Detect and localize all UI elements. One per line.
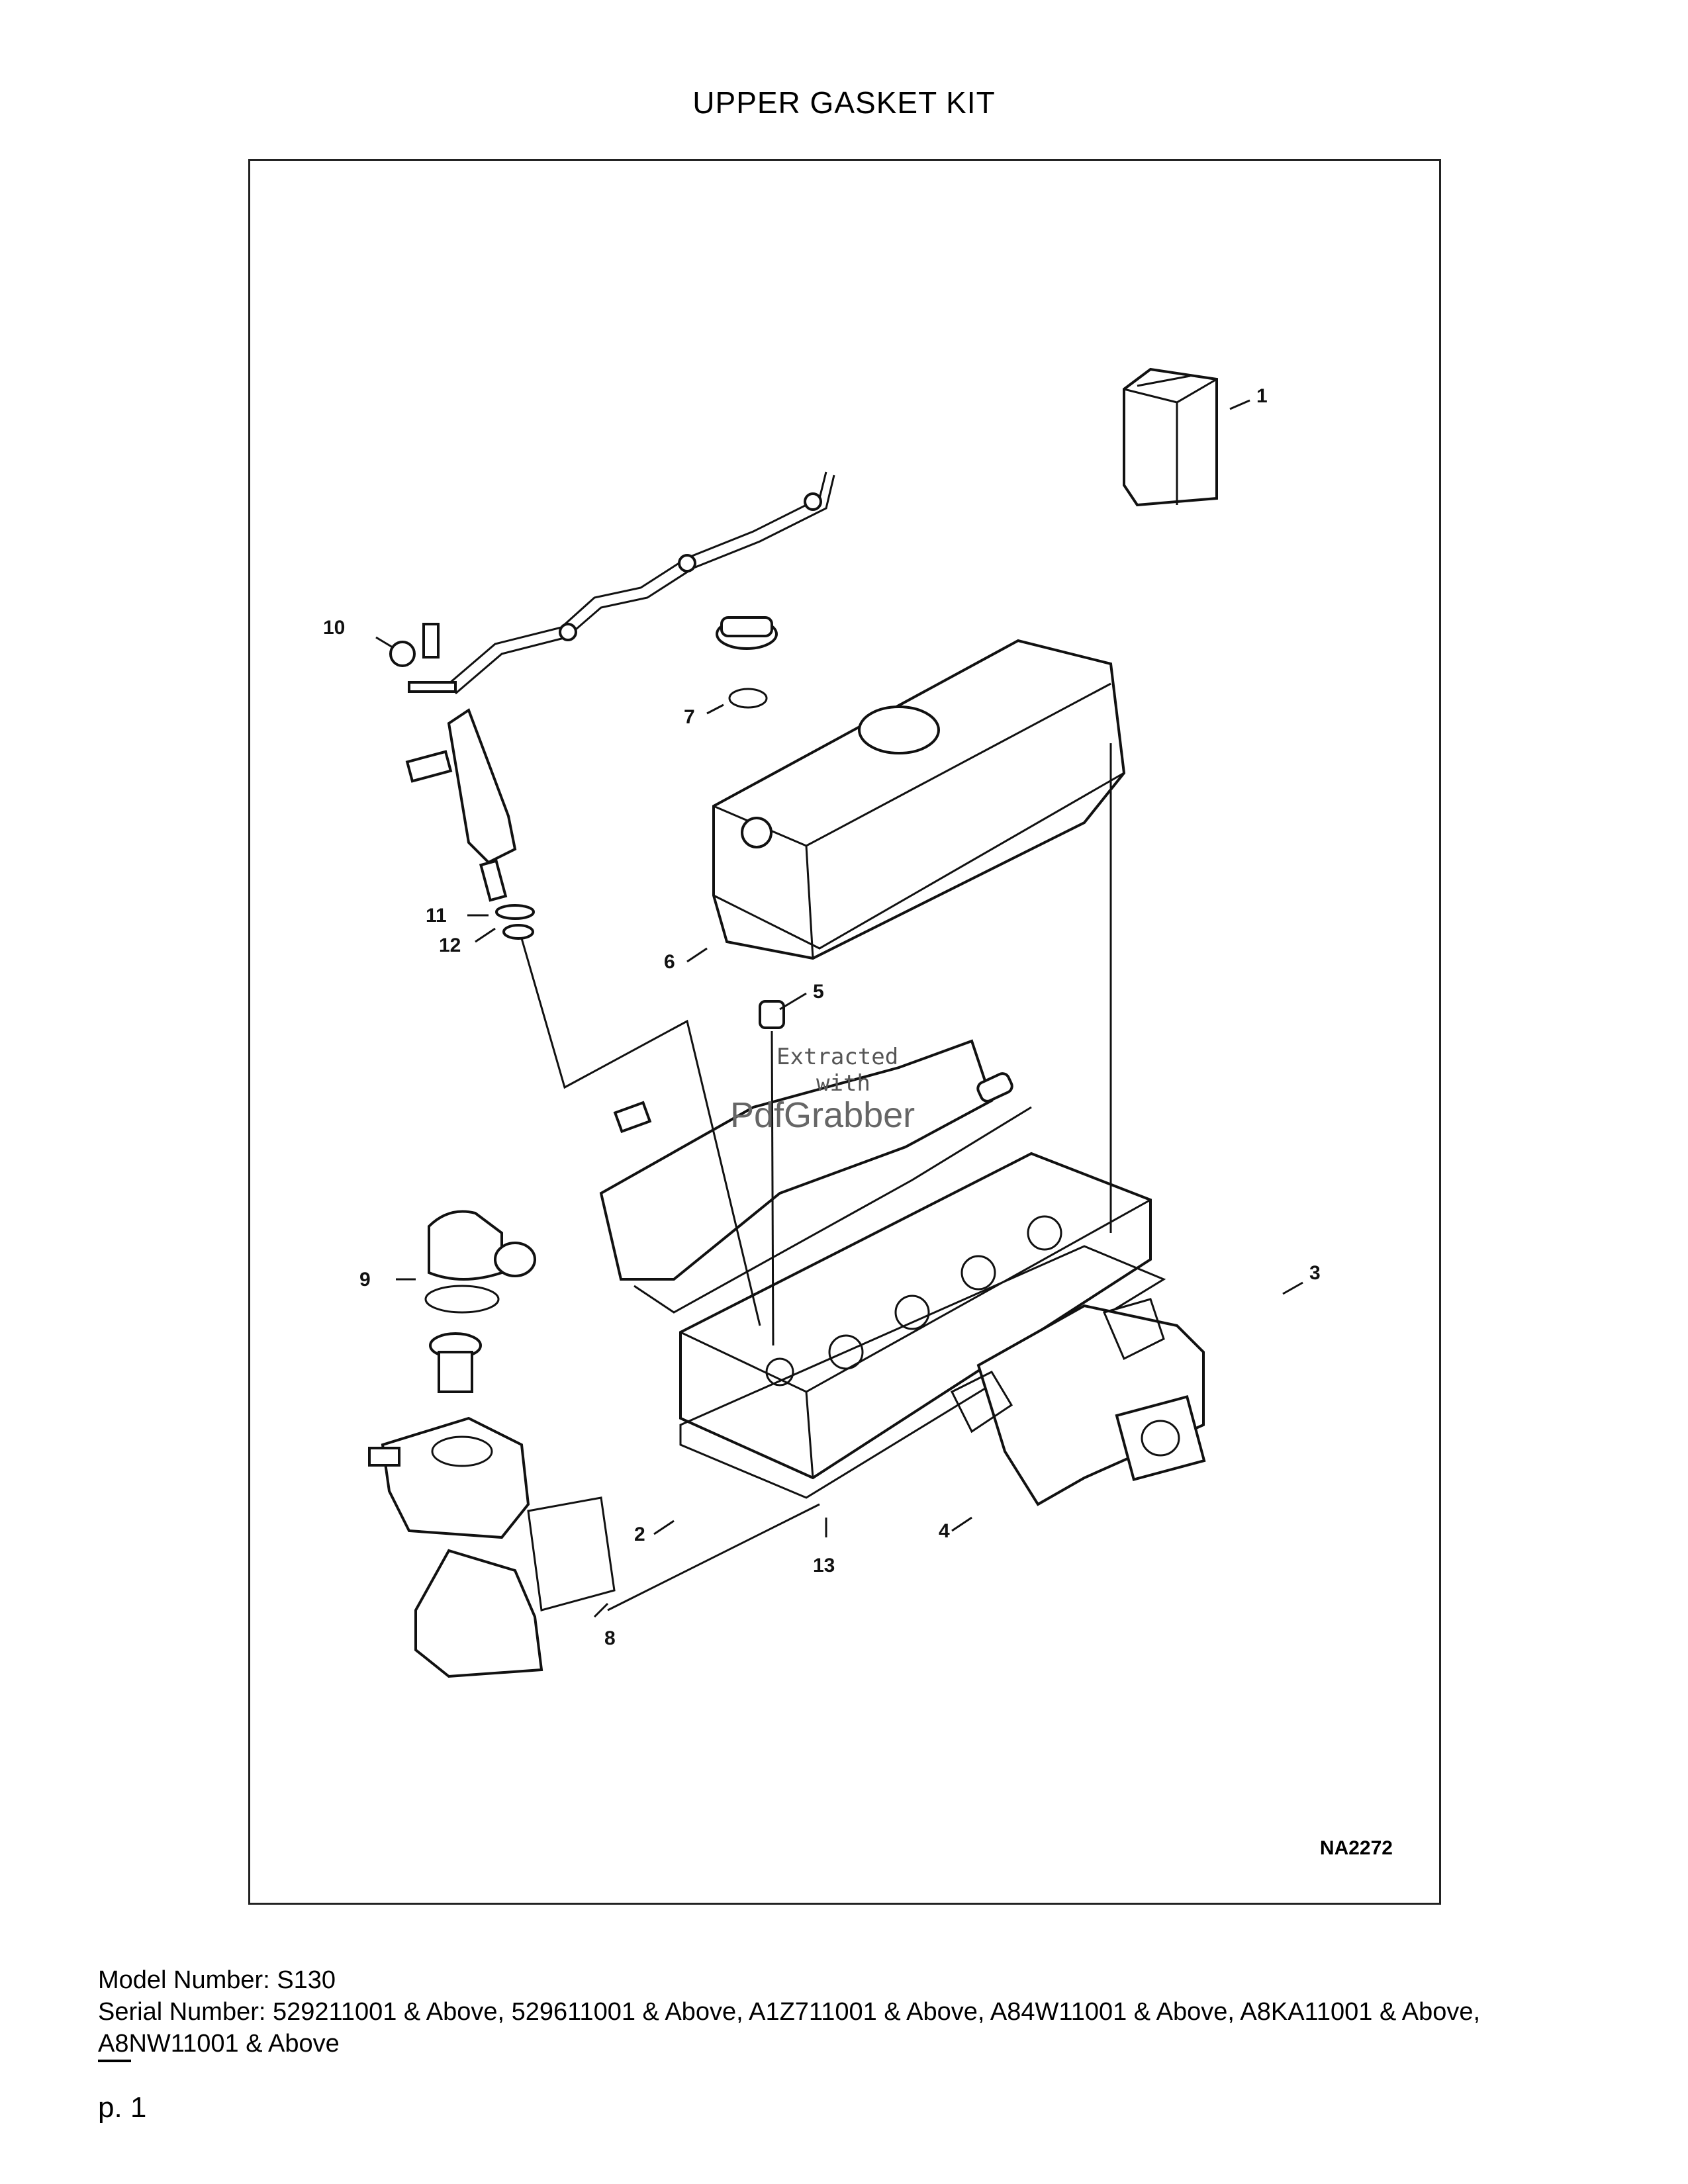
callout-1: 1	[1256, 385, 1268, 407]
exploded-parts-diagram: 1 2 3 4 5 6 7 8 9 10 11 12 13 Extracted …	[248, 159, 1441, 1905]
part-12-washer	[502, 924, 534, 940]
part-10-clamp	[389, 623, 457, 693]
part-1-kit-box	[1123, 367, 1218, 507]
model-number: Model Number: S130	[98, 1966, 336, 1994]
callout-12: 12	[439, 934, 461, 956]
callout-7: 7	[684, 706, 695, 728]
callout-8: 8	[604, 1627, 616, 1649]
parts-illustration: 1 2 3 4 5 6 7 8 9 10 11 12 13 Extracted …	[323, 367, 1321, 1678]
fuel-return-pipe	[448, 471, 835, 695]
intake-manifold	[599, 1039, 1032, 1314]
exhaust-manifold	[976, 1304, 1206, 1506]
callout-6: 6	[664, 951, 675, 973]
footer-divider	[98, 2060, 131, 2062]
callout-11: 11	[426, 905, 447, 927]
part-7-oil-cap	[716, 616, 778, 709]
callout-3: 3	[1309, 1262, 1321, 1284]
model-info: Model Number: S130 Serial Number: 529211…	[98, 1964, 1587, 2060]
valve-cover	[712, 639, 1126, 960]
leader-lines	[375, 399, 1303, 1618]
water-housing	[368, 1416, 530, 1539]
lower-housing	[414, 1549, 543, 1678]
part-5-cap	[759, 1000, 785, 1029]
part-9-thermostat-cover	[424, 1210, 536, 1314]
watermark-line-3: PdfGrabber	[730, 1095, 915, 1135]
pdfgrabber-watermark: Extracted with PdfGrabber	[730, 1044, 915, 1135]
part-3-exhaust-gasket	[1102, 1298, 1165, 1361]
injector	[405, 707, 517, 902]
cylinder-head	[679, 1152, 1152, 1480]
watermark-line-1: Extracted	[776, 1044, 898, 1070]
callout-4: 4	[939, 1520, 950, 1542]
callout-10: 10	[323, 617, 345, 639]
callout-9: 9	[359, 1269, 371, 1291]
page-title: UPPER GASKET KIT	[692, 85, 996, 120]
page-number: p. 1	[98, 2091, 147, 2124]
part-11-washer	[495, 904, 535, 920]
thermostat	[429, 1332, 482, 1393]
watermark-line-2: with	[816, 1070, 870, 1097]
callout-2: 2	[634, 1524, 645, 1545]
callout-5: 5	[813, 981, 824, 1003]
serial-number: Serial Number: 529211001 & Above, 529611…	[98, 1998, 1481, 2058]
part-4-exhaust-gasket	[950, 1371, 1013, 1433]
part-8-gasket	[527, 1496, 616, 1612]
callout-13: 13	[813, 1555, 835, 1576]
figure-code: NA2272	[1319, 1837, 1393, 1859]
